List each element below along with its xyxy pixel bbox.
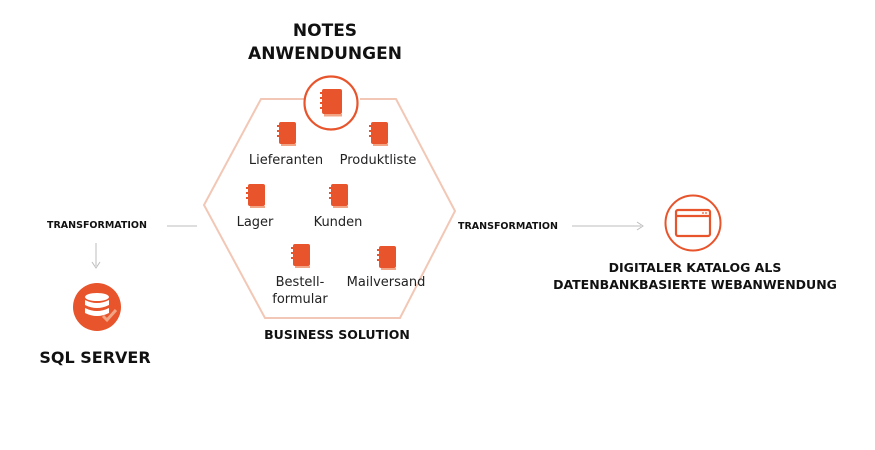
database-check-icon xyxy=(73,283,121,331)
digital-catalog-title: DIGITALER KATALOG ALS DATENBANKBASIERTE … xyxy=(540,259,850,293)
sql-server-label: SQL SERVER xyxy=(39,348,151,367)
database-label-lieferanten: Lieferanten xyxy=(248,153,324,168)
catalog-title-line1: DIGITALER KATALOG ALS xyxy=(608,260,782,275)
database-label-lager: Lager xyxy=(236,215,274,230)
database-label-bestellformular: Bestell- formular xyxy=(260,274,340,308)
bestellformular-line2: formular xyxy=(272,292,328,307)
notebook-icon xyxy=(369,122,388,146)
notebook-icon xyxy=(246,184,265,208)
down-arrow-head xyxy=(91,261,101,269)
transformation-label-right: TRANSFORMATION xyxy=(458,221,558,232)
database-label-kunden: Kunden xyxy=(313,215,363,230)
notes-title-line2: ANWENDUNGEN xyxy=(248,44,402,64)
notebook-icon xyxy=(277,122,296,146)
catalog-title-line2: DATENBANKBASIERTE WEBANWENDUNG xyxy=(553,277,837,292)
notebook-icon xyxy=(377,246,396,270)
notebook-icon xyxy=(329,184,348,208)
notes-title-line1: NOTES xyxy=(292,21,358,41)
notebook-icon xyxy=(291,244,310,268)
browser-window-icon xyxy=(664,194,722,252)
business-solution-hexagon xyxy=(202,98,457,319)
business-solution-label: BUSINESS SOLUTION xyxy=(264,327,410,342)
transformation-label-left: TRANSFORMATION xyxy=(47,220,147,231)
right-arrow-head xyxy=(636,221,644,231)
database-label-produktliste: Produktliste xyxy=(339,153,417,168)
notebook-icon xyxy=(303,75,359,131)
database-label-mailversand: Mailversand xyxy=(346,275,426,290)
bestellformular-line1: Bestell- xyxy=(275,275,325,290)
notes-applications-title: NOTES ANWENDUNGEN xyxy=(225,20,425,66)
